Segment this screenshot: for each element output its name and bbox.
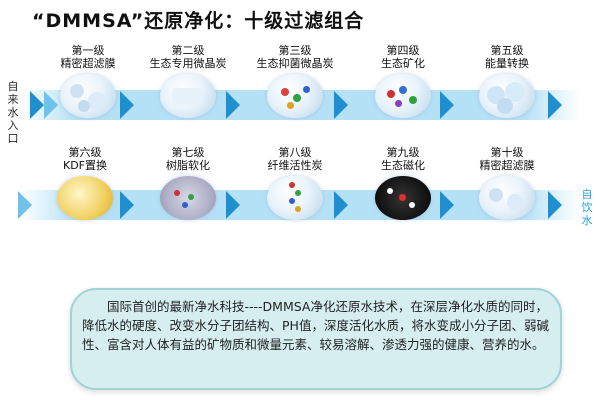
stage-7-level: 第七级 (171, 146, 205, 159)
flow-arrow-icon (226, 191, 240, 219)
description-box (70, 288, 562, 390)
energy-conversion-icon (479, 74, 535, 118)
stage-2-name: 生态专用微晶炭 (149, 57, 227, 70)
stage-3-name: 生态抑菌微晶炭 (256, 57, 334, 70)
stage-9-level: 第九级 (386, 146, 420, 159)
stage-9-name: 生态磁化 (381, 159, 425, 172)
stage-4-level: 第四级 (386, 44, 420, 57)
stage-1-level: 第一级 (71, 44, 105, 57)
flow-arrow-icon (44, 91, 58, 119)
stage-7: 第七级 树脂软化 (133, 146, 243, 220)
flow-arrow-icon (548, 191, 562, 219)
stage-6: 第六级 KDF置换 (30, 146, 140, 220)
tap-water-inlet-label: 自来水入口 (7, 80, 19, 145)
kdf-icon (57, 176, 113, 220)
fiber-activated-carbon-icon (267, 176, 323, 220)
stage-5: 第五级 能量转换 (452, 44, 562, 118)
flow-arrow-icon (440, 191, 454, 219)
microcrystal-carbon-icon (160, 74, 216, 118)
stage-1: 第一级 精密超滤膜 (33, 44, 143, 118)
stage-4: 第四级 生态矿化 (348, 44, 458, 118)
stage-9: 第九级 生态磁化 (348, 146, 458, 220)
drinking-water-outlet-label: 自饮水 (581, 188, 593, 227)
stage-3: 第三级 生态抑菌微晶炭 (240, 44, 350, 118)
mineralization-icon (375, 74, 431, 118)
stage-7-name: 树脂软化 (166, 159, 210, 172)
description-text: 国际首创的最新净水科技----DMMSA净化还原水技术，在深层净化水质的同时，降… (82, 299, 549, 352)
stage-2: 第二级 生态专用微晶炭 (133, 44, 243, 118)
flow-arrow-icon (334, 91, 348, 119)
flow-arrow-icon (120, 91, 134, 119)
stage-10-level: 第十级 (490, 146, 524, 159)
stage-1-name: 精密超滤膜 (60, 57, 116, 70)
diagram-title: “DMMSA”还原净化：十级过滤组合 (32, 10, 365, 32)
stage-5-level: 第五级 (490, 44, 524, 57)
stage-8-name: 纤维活性炭 (267, 159, 323, 172)
resin-softening-icon (160, 176, 216, 220)
flow-arrow-icon (120, 191, 134, 219)
magnetization-icon (375, 176, 431, 220)
flow-arrow-icon (18, 191, 32, 219)
stage-3-level: 第三级 (278, 44, 312, 57)
antibacterial-carbon-icon (267, 74, 323, 118)
stage-2-level: 第二级 (171, 44, 205, 57)
stage-10: 第十级 精密超滤膜 (452, 146, 562, 220)
stage-8-level: 第八级 (278, 146, 312, 159)
flow-arrow-icon (226, 91, 240, 119)
stage-6-level: 第六级 (68, 146, 102, 159)
membrane-icon (60, 74, 116, 118)
stage-10-name: 精密超滤膜 (479, 159, 535, 172)
flow-arrow-icon (440, 91, 454, 119)
flow-arrow-icon (30, 91, 44, 119)
flow-arrow-icon (548, 91, 562, 119)
membrane-icon (479, 176, 535, 220)
stage-6-name: KDF置换 (62, 159, 107, 172)
stage-4-name: 生态矿化 (381, 57, 425, 70)
flow-arrow-icon (334, 191, 348, 219)
stage-5-name: 能量转换 (485, 57, 529, 70)
stage-8: 第八级 纤维活性炭 (240, 146, 350, 220)
